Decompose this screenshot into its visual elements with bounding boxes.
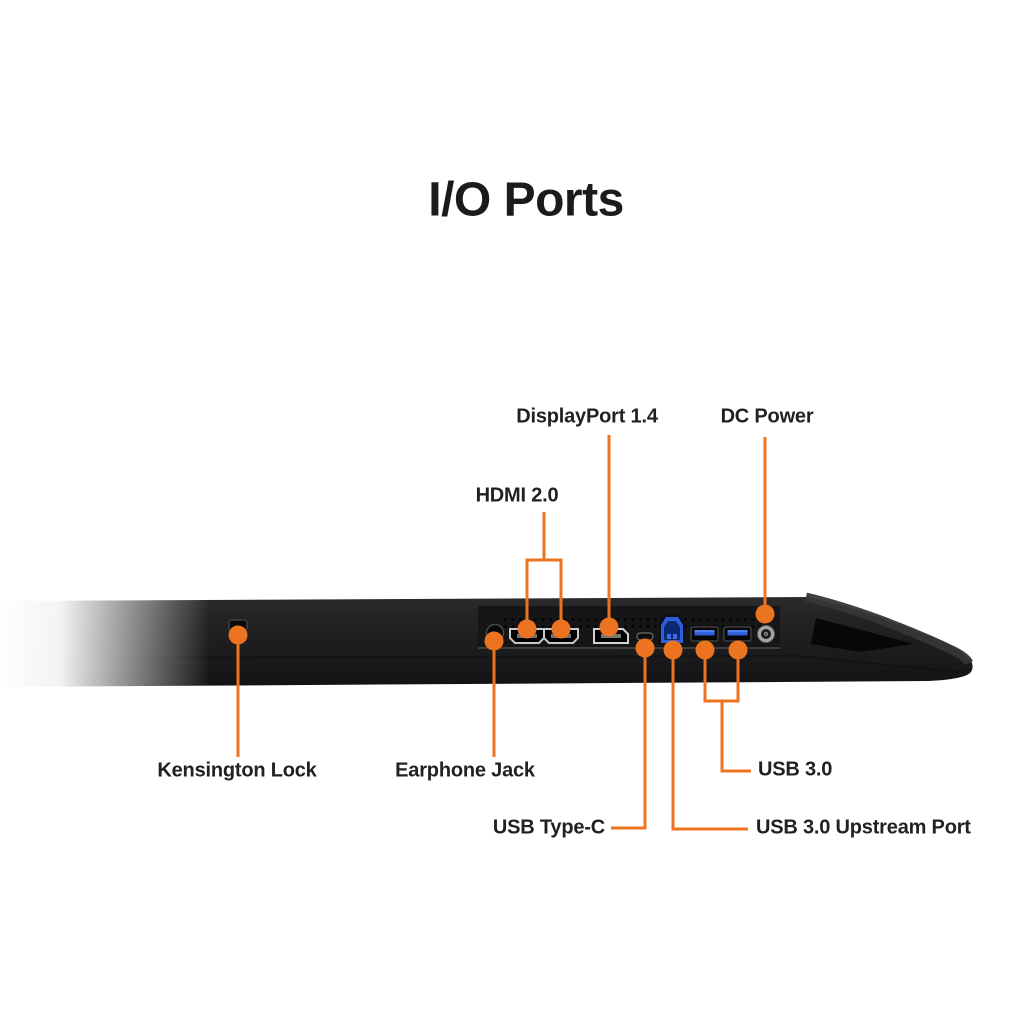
label-displayport: DisplayPort 1.4 (516, 405, 658, 428)
callout-dot-displayport (599, 617, 619, 637)
usb3-upstream-port (659, 615, 685, 644)
top-surface-highlight (804, 592, 974, 666)
callout-dots (228, 604, 775, 660)
callout-dot-usb3-upstream (663, 640, 683, 660)
label-usb3: USB 3.0 (758, 758, 833, 781)
callout-lines (236, 435, 767, 831)
callout-line-hdmi (525, 512, 563, 629)
callout-dot-hdmi-1 (517, 619, 537, 639)
callout-dot-usb3-1 (695, 640, 715, 660)
label-earphone-jack: Earphone Jack (395, 759, 535, 782)
callout-dot-usb3-2 (728, 640, 748, 660)
back-vent-wedge (811, 618, 914, 652)
dc-power-port (757, 625, 775, 643)
page-title: I/O Ports (428, 173, 624, 227)
callout-line-usb3 (703, 650, 751, 773)
callout-dot-earphone (484, 631, 504, 651)
label-kensington-lock: Kensington Lock (157, 759, 317, 782)
label-usb3-upstream-port: USB 3.0 Upstream Port (756, 816, 971, 839)
callout-dot-hdmi-2 (551, 619, 571, 639)
callout-dot-usb-type-c (635, 638, 655, 658)
usb3-port-2 (723, 626, 752, 642)
usb3-port-1 (690, 626, 719, 642)
left-fade (0, 589, 210, 693)
bezel-seam (0, 655, 963, 673)
label-hdmi: HDMI 2.0 (475, 484, 559, 507)
callout-dot-dc-power (755, 604, 775, 624)
callout-line-usb-type-c (611, 648, 647, 830)
label-dc-power: DC Power (720, 405, 814, 428)
label-usb-type-c: USB Type-C (492, 816, 605, 839)
callout-dot-kensington (228, 625, 248, 645)
callout-line-usb3-upstream (671, 650, 748, 831)
